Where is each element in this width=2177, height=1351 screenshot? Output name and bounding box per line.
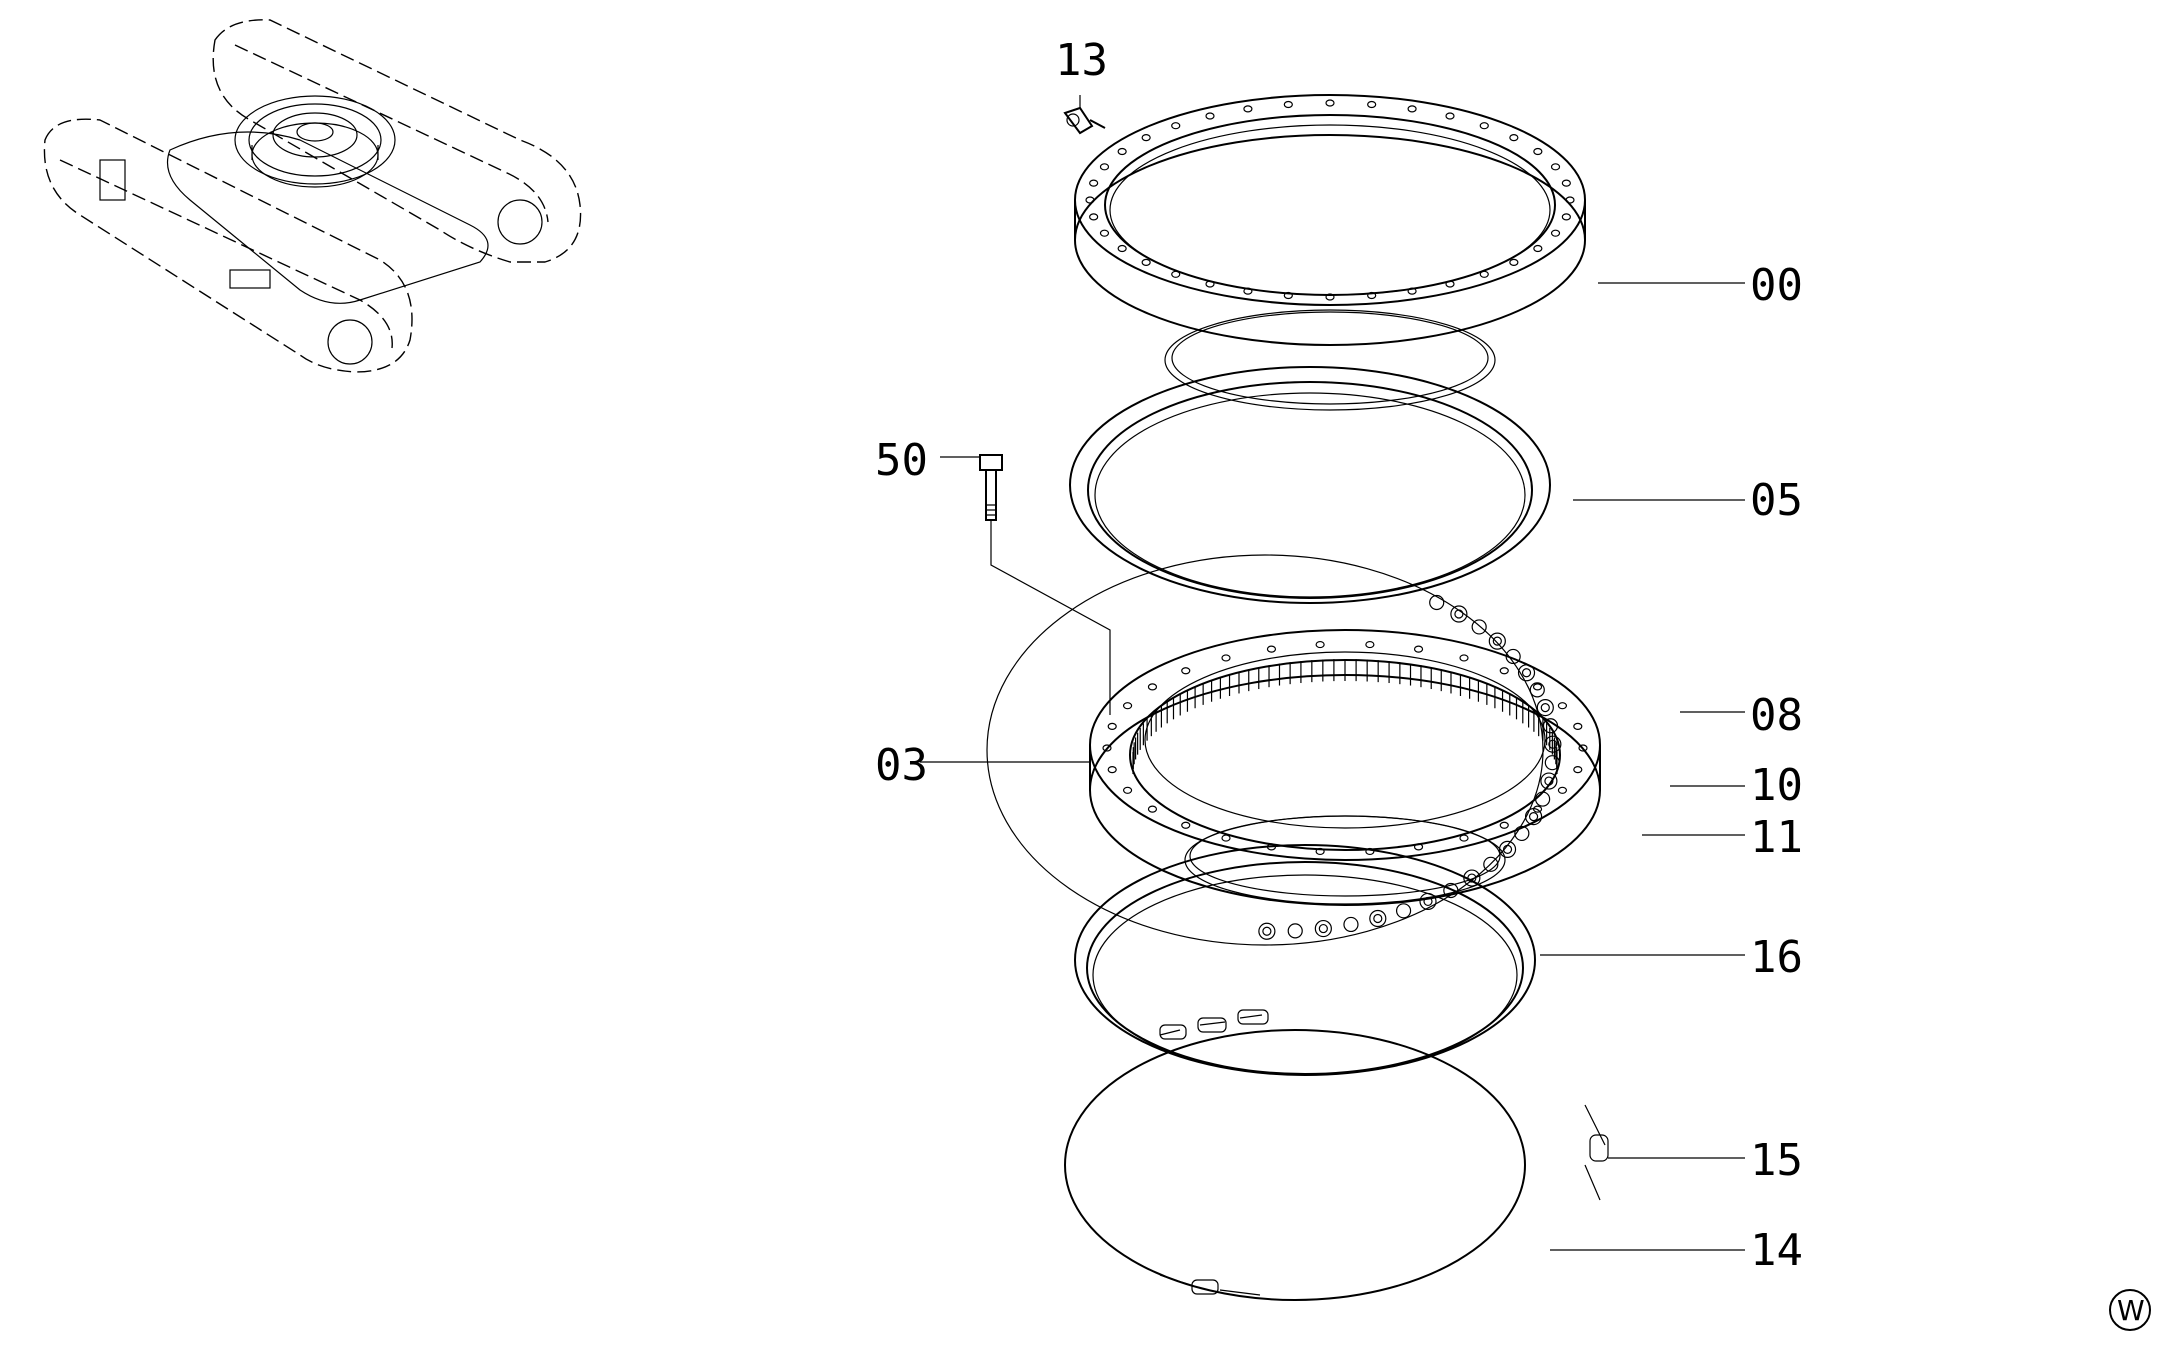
part-outer-ring bbox=[1074, 94, 1586, 411]
callout-14: 14 bbox=[1750, 1225, 1803, 1276]
callout-10: 10 bbox=[1750, 760, 1803, 811]
callout-08: 08 bbox=[1750, 690, 1803, 741]
corner-mark-letter: W bbox=[2117, 1294, 2145, 1327]
part-wire-ring bbox=[1064, 1029, 1609, 1301]
callout-03: 03 bbox=[875, 740, 928, 791]
callout-05: 05 bbox=[1750, 475, 1803, 526]
callout-13: 13 bbox=[1055, 35, 1108, 86]
callout-11: 11 bbox=[1750, 812, 1803, 863]
callout-16: 16 bbox=[1750, 932, 1803, 983]
inner-ring-bolt-holes bbox=[1102, 640, 1588, 856]
callout-15: 15 bbox=[1750, 1135, 1803, 1186]
callout-50: 50 bbox=[875, 435, 928, 486]
callout-labels: 13 00 50 05 08 03 10 11 16 15 14 bbox=[875, 35, 1803, 1276]
part-lower-seal bbox=[1074, 844, 1536, 1076]
part-grease-nipple bbox=[1063, 106, 1106, 135]
callout-00: 00 bbox=[1750, 260, 1803, 311]
outer-ring-bolt-holes bbox=[1085, 99, 1575, 301]
corner-mark: W bbox=[2109, 1289, 2151, 1331]
leader-lines bbox=[920, 95, 1745, 1251]
locator-undercarriage-sketch bbox=[43, 19, 582, 373]
bearing-balls-and-spacers bbox=[1258, 594, 1562, 940]
part-bolt bbox=[979, 454, 1111, 715]
part-seal-ring bbox=[1069, 366, 1551, 604]
inner-ring-teeth bbox=[1132, 659, 1558, 774]
